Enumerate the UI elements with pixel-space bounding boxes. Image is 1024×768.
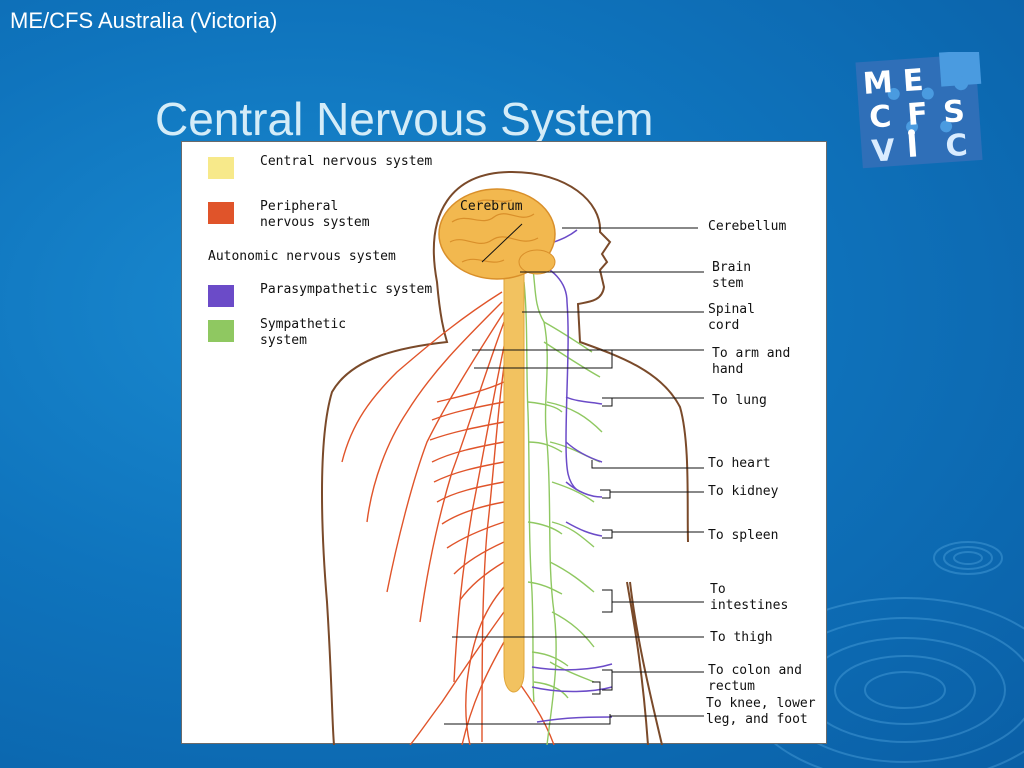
label-to-kidney: To kidney: [708, 484, 779, 499]
legend-ans-label: Autonomic nervous system: [208, 249, 396, 264]
pointer-lines: [444, 223, 704, 725]
label-to-lung: To lung: [712, 393, 767, 408]
parasympathetic-nerves: [531, 229, 613, 723]
nervous-system-diagram: Central nervous system Peripheral nervou…: [181, 141, 827, 745]
legend-swatch-pns: [208, 202, 234, 224]
logo-letter-e: E: [902, 63, 925, 99]
cerebellum: [518, 249, 556, 275]
label-spinal-cord: Spinal cord: [708, 302, 755, 333]
label-to-intestines: To intestines: [710, 582, 789, 613]
spinal-cord: [503, 271, 525, 693]
organization-name: ME/CFS Australia (Victoria): [10, 8, 278, 33]
label-to-knee: To knee, lower leg, and foot: [706, 696, 816, 727]
logo-letter-c2: C: [944, 128, 968, 164]
label-to-arm: To arm and hand: [712, 346, 791, 377]
legend-swatch-sympathetic: [208, 320, 234, 342]
label-to-thigh: To thigh: [710, 630, 773, 645]
slide-title: Central Nervous System: [155, 93, 654, 145]
legend-sympathetic-label: Sympathetic system: [260, 317, 347, 348]
label-to-spleen: To spleen: [708, 528, 779, 543]
label-cerebrum: Cerebrum: [460, 199, 523, 214]
body-outline: [321, 170, 689, 745]
logo-letter-s: S: [942, 94, 966, 130]
logo-letter-v: V: [871, 133, 897, 170]
label-cerebellum: Cerebellum: [708, 219, 787, 234]
legend-swatch-cns: [208, 157, 234, 179]
logo-letter-c: C: [868, 99, 892, 135]
logo-letter-m: M: [862, 65, 894, 102]
sympathetic-nerves: [523, 251, 603, 745]
logo-letter-f: F: [906, 97, 929, 133]
mecfs-vic-logo: M E C F S V C: [855, 52, 983, 170]
legend-parasympathetic-label: Parasympathetic system: [260, 282, 433, 297]
legend-pns-label: Peripheral nervous system: [260, 199, 370, 230]
label-to-heart: To heart: [708, 456, 771, 471]
cerebrum-folds: [449, 199, 539, 263]
legend-swatch-parasympathetic: [208, 285, 234, 307]
label-to-colon: To colon and rectum: [708, 663, 802, 694]
label-brain-stem: Brain stem: [712, 260, 752, 291]
legend-cns-label: Central nervous system: [260, 154, 433, 169]
